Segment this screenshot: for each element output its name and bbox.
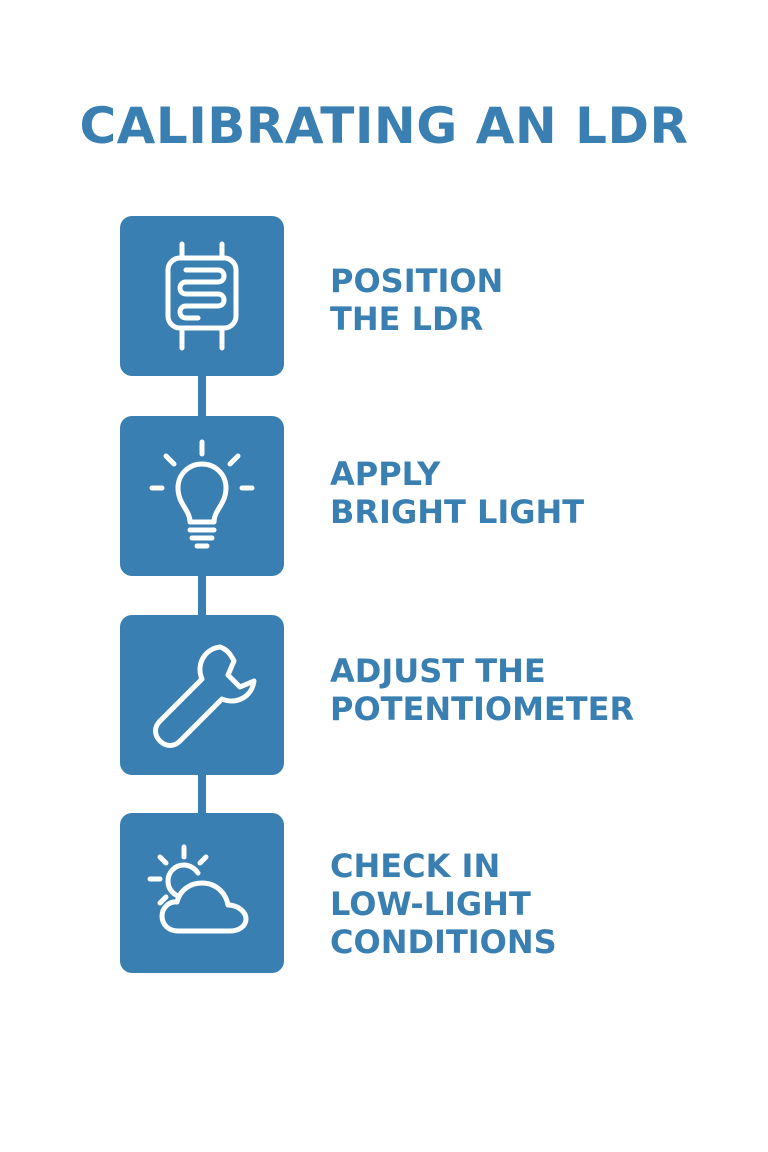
step-3-label-line-1: ADJUST THE [330, 652, 546, 690]
step-2-label: APPLY BRIGHT LIGHT [330, 455, 750, 531]
ldr-sensor-icon [165, 241, 239, 351]
sun-cloud-icon [147, 844, 249, 934]
step-4-icon-tile [120, 813, 284, 973]
page-title: CALIBRATING AN LDR [79, 97, 689, 155]
step-3-icon-tile [120, 615, 284, 775]
step-connector-line [198, 370, 206, 820]
step-4-label-line-2: LOW-LIGHT [330, 885, 531, 923]
step-1-label: POSITION THE LDR [330, 262, 750, 338]
step-3-label-line-2: POTENTIOMETER [330, 690, 635, 728]
step-2-label-line-1: APPLY [330, 455, 441, 493]
step-4-label: CHECK IN LOW-LIGHT CONDITIONS [330, 847, 750, 961]
step-1-label-line-1: POSITION [330, 262, 504, 300]
step-2-icon-tile [120, 416, 284, 576]
step-4-label-line-3: CONDITIONS [330, 923, 557, 961]
step-1-label-line-2: THE LDR [330, 300, 484, 338]
step-4-label-line-1: CHECK IN [330, 847, 501, 885]
light-bulb-icon [149, 439, 255, 549]
step-3-label: ADJUST THE POTENTIOMETER [330, 652, 750, 728]
step-1-icon-tile [120, 216, 284, 376]
step-2-label-line-2: BRIGHT LIGHT [330, 493, 585, 531]
wrench-icon [153, 644, 257, 748]
